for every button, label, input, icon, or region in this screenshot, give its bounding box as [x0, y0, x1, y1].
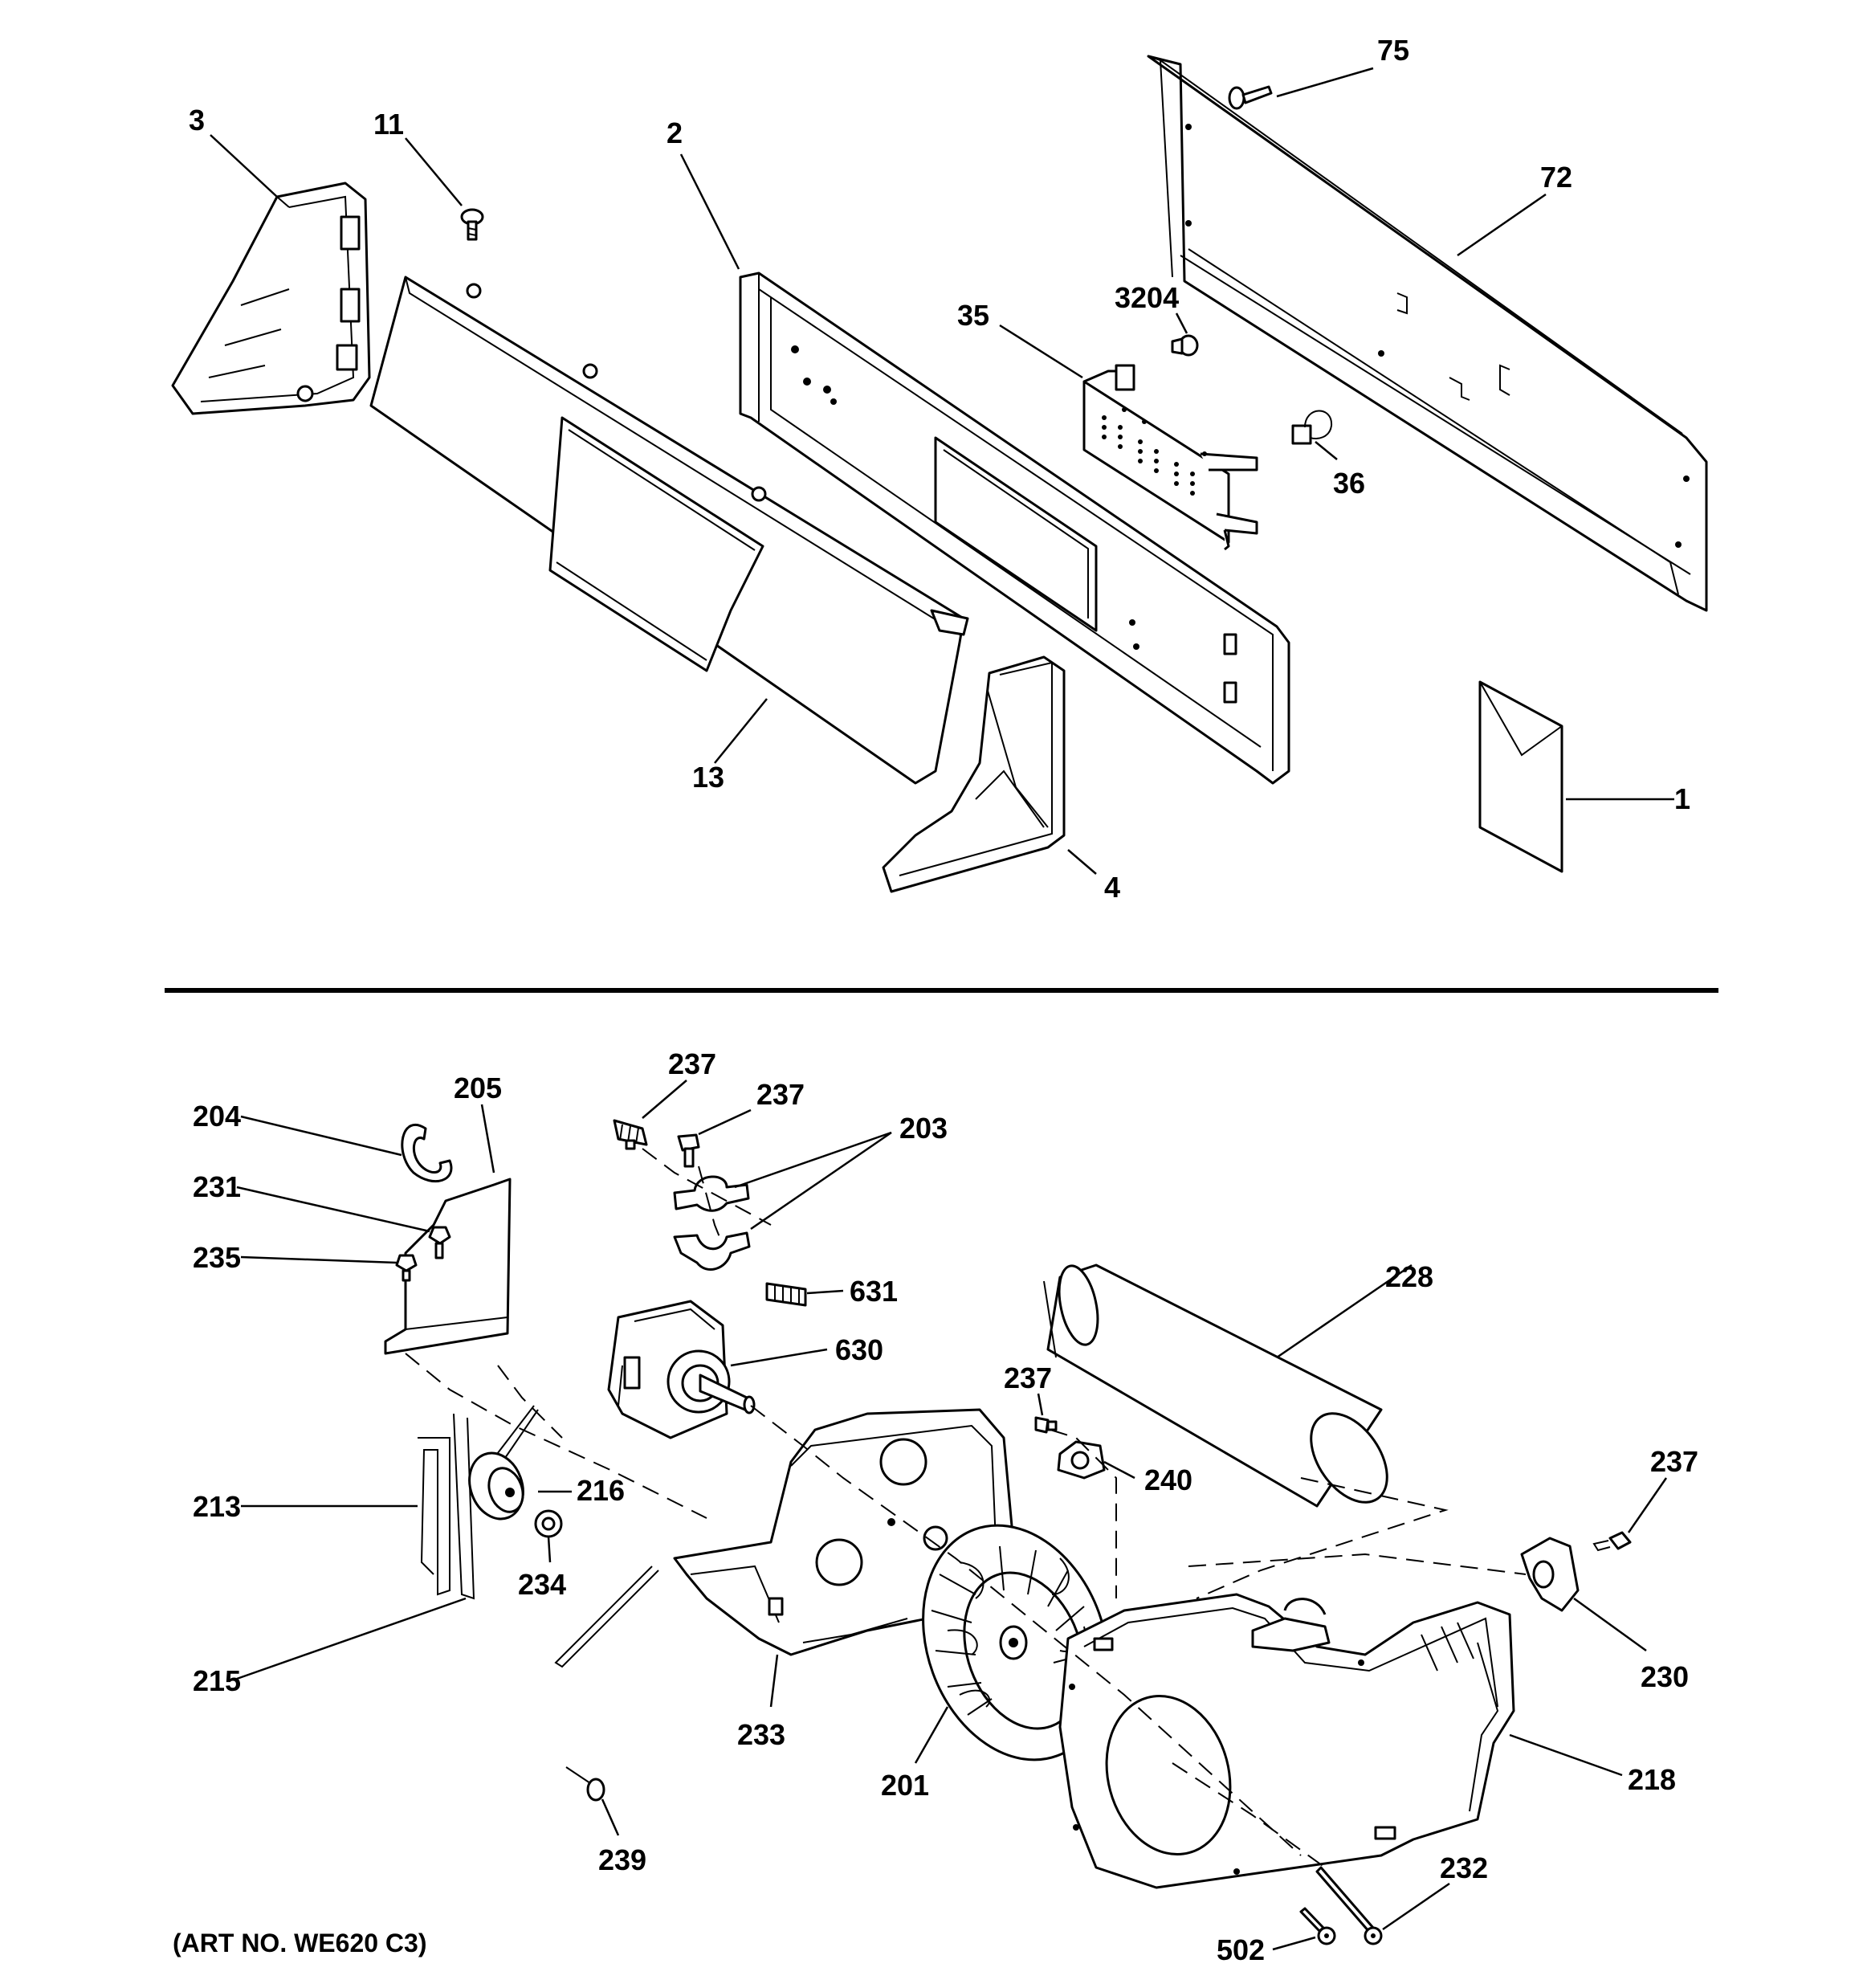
part-213-belt — [418, 1413, 475, 1600]
part-3204-clip — [1171, 334, 1199, 357]
part-237-bolt-upper-left — [613, 1119, 648, 1150]
part-230-thermistor — [1520, 1537, 1580, 1612]
label-204: 204 — [193, 1100, 241, 1133]
part-237-screw-upper — [677, 1133, 700, 1168]
label-237-b: 237 — [756, 1078, 805, 1111]
part-215-idler-arm — [554, 1565, 659, 1668]
part-2-panel-frame — [739, 271, 1290, 785]
part-204-clip — [401, 1123, 453, 1183]
part-234-washer — [534, 1509, 563, 1538]
assembly-dashed-lines — [405, 1148, 1527, 1868]
part-75-screw — [1228, 85, 1273, 110]
part-203-strap-lower — [673, 1231, 751, 1271]
part-232-bolt — [1315, 1866, 1383, 1945]
art-number-caption: (ART NO. WE620 C3) — [173, 1929, 426, 1957]
label-235: 235 — [193, 1241, 241, 1274]
label-630: 630 — [835, 1333, 883, 1366]
part-216-idler-pulley — [468, 1405, 539, 1521]
part-231-screw — [428, 1226, 451, 1259]
label-3: 3 — [189, 104, 205, 137]
label-13: 13 — [692, 761, 724, 794]
label-203: 203 — [899, 1112, 948, 1145]
part-13-control-panel — [369, 276, 969, 785]
label-3204: 3204 — [1115, 281, 1179, 314]
part-239-screw — [565, 1766, 605, 1802]
label-75: 75 — [1377, 34, 1409, 67]
part-4-end-cap — [882, 655, 1066, 893]
label-234: 234 — [518, 1568, 566, 1601]
bottom-leader-lines — [236, 1080, 1668, 1951]
label-237-a: 237 — [668, 1047, 716, 1080]
part-35-circuit-board — [1082, 364, 1258, 551]
label-240: 240 — [1144, 1463, 1192, 1496]
part-205-bracket — [384, 1178, 512, 1355]
label-232: 232 — [1440, 1851, 1488, 1884]
part-3-end-cap — [171, 182, 371, 415]
part-630-motor — [607, 1300, 756, 1439]
label-218: 218 — [1628, 1763, 1676, 1796]
label-36: 36 — [1333, 467, 1365, 500]
part-502-screw — [1299, 1907, 1336, 1945]
label-213: 213 — [193, 1490, 241, 1523]
label-502: 502 — [1217, 1933, 1265, 1966]
part-203-strap-upper — [673, 1175, 750, 1212]
label-215: 215 — [193, 1664, 241, 1697]
part-72-rear-panel — [1147, 55, 1708, 612]
part-36-connector — [1291, 410, 1333, 445]
part-11-screw — [460, 208, 484, 241]
label-4: 4 — [1104, 871, 1120, 904]
label-237-c: 237 — [1004, 1361, 1052, 1394]
label-228: 228 — [1385, 1260, 1433, 1293]
label-230: 230 — [1641, 1660, 1689, 1693]
part-1-document — [1478, 680, 1563, 873]
label-1: 1 — [1674, 782, 1690, 815]
part-235-screw — [395, 1254, 418, 1282]
part-237-screw-right — [1592, 1531, 1632, 1552]
label-11: 11 — [373, 108, 404, 141]
label-201: 201 — [881, 1769, 929, 1802]
label-233: 233 — [737, 1718, 785, 1751]
label-205: 205 — [454, 1072, 502, 1104]
part-631-connector — [765, 1282, 807, 1307]
part-228-duct — [1043, 1263, 1388, 1508]
top-leader-lines — [210, 67, 1674, 875]
label-237-d: 237 — [1650, 1445, 1698, 1478]
label-216: 216 — [577, 1474, 625, 1507]
label-631: 631 — [850, 1275, 898, 1308]
label-239: 239 — [598, 1843, 646, 1876]
label-231: 231 — [193, 1170, 241, 1203]
part-240-thermostat — [1057, 1440, 1106, 1480]
label-2: 2 — [667, 116, 683, 149]
part-218-blower-housing — [1058, 1593, 1515, 1889]
label-72: 72 — [1540, 161, 1572, 194]
label-35: 35 — [957, 299, 989, 332]
